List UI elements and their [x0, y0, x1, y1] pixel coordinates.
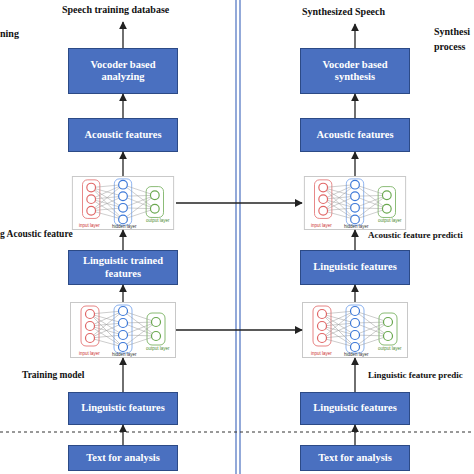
flow-arrow — [122, 152, 123, 176]
output-arrow — [122, 22, 123, 48]
box-text: Linguistic features — [313, 402, 397, 414]
flow-arrow — [354, 285, 355, 302]
layer-label: input layer — [311, 224, 332, 229]
annotation-label: Linguistic feature predic — [368, 371, 463, 380]
neural-network-icon — [71, 303, 176, 358]
layer-label: hidden layer — [344, 353, 369, 358]
flow-arrow — [176, 329, 302, 330]
neural-network-icon — [303, 303, 408, 358]
column-divider — [235, 0, 236, 474]
flow-arrow — [354, 425, 355, 445]
annotation-label: g Acoustic feature — [0, 230, 73, 240]
box-text: Vocoder based synthesis — [304, 59, 406, 83]
flow-arrow — [122, 285, 123, 302]
flow-arrow — [122, 94, 123, 118]
annotation-label: process — [434, 42, 465, 52]
process-box: Vocoder based analyzing — [68, 48, 178, 94]
layer-label: output layer — [378, 347, 402, 352]
box-text: Acoustic features — [316, 129, 393, 141]
layer-label: output layer — [146, 347, 170, 352]
network-node: input layer hidden layer output layer — [70, 176, 176, 230]
flow-arrow — [122, 425, 123, 445]
flow-arrow — [122, 358, 123, 392]
neural-network-icon — [72, 176, 173, 229]
box-text: Vocoder based analyzing — [72, 59, 174, 83]
box-text: Linguistic features — [81, 402, 165, 414]
box-text: Text for analysis — [86, 452, 160, 464]
process-box: Acoustic features — [300, 118, 410, 152]
box-text: Text for analysis — [318, 452, 392, 464]
flow-arrow — [354, 358, 355, 392]
annotation-label: Synthesi — [434, 27, 470, 37]
flow-arrow — [176, 202, 302, 203]
flow-arrow — [122, 230, 123, 250]
layer-label: output layer — [146, 219, 170, 224]
layer-label: hidden layer — [344, 225, 369, 230]
layer-label: hidden layer — [112, 353, 137, 358]
layer-label: input layer — [79, 352, 100, 357]
flow-arrow — [354, 230, 355, 250]
layer-label: hidden layer — [112, 225, 137, 230]
layer-label: output layer — [378, 219, 402, 224]
flow-arrow — [354, 94, 355, 118]
box-text: Acoustic features — [84, 129, 161, 141]
process-box: Text for analysis — [68, 445, 178, 471]
flow-arrow — [354, 152, 355, 176]
process-box: Linguistic features — [300, 250, 410, 285]
network-node: input layer hidden layer output layer — [302, 176, 408, 230]
box-text: Linguistic trained features — [72, 255, 174, 279]
process-box: Linguistic trained features — [68, 250, 178, 285]
process-box: Text for analysis — [300, 445, 410, 471]
network-node: input layer hidden layer output layer — [302, 302, 408, 358]
annotation-label: Training model — [22, 371, 84, 381]
process-box: Acoustic features — [68, 118, 178, 152]
output-arrow — [354, 24, 355, 48]
layer-label: input layer — [311, 352, 332, 357]
network-node: input layer hidden layer output layer — [70, 302, 176, 358]
layer-label: input layer — [79, 224, 100, 229]
annotation-label: ning — [0, 29, 19, 39]
process-box: Linguistic features — [300, 392, 410, 425]
neural-network-icon — [304, 176, 405, 229]
dashed-separator — [0, 432, 474, 433]
annotation-label: Synthesized Speech — [302, 7, 385, 17]
box-text: Linguistic features — [313, 261, 397, 273]
column-divider — [239, 0, 240, 474]
process-box: Linguistic features — [68, 392, 178, 425]
annotation-label: Speech training database — [62, 5, 169, 15]
process-box: Vocoder based synthesis — [300, 48, 410, 94]
annotation-label: Acoustic feature predicti — [368, 231, 463, 240]
